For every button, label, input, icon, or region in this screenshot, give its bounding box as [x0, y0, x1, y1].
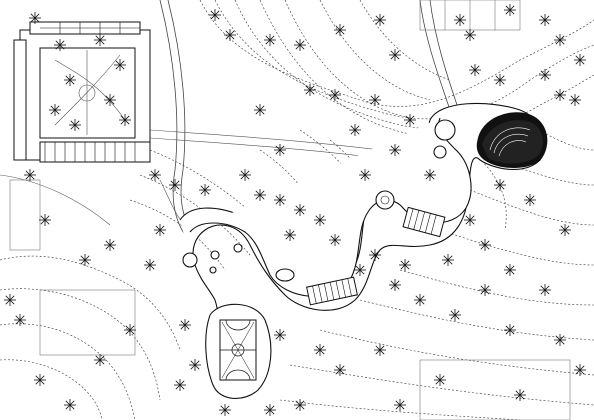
tree-icon	[294, 204, 306, 216]
tree-icon	[179, 319, 191, 331]
tree-icon	[174, 379, 186, 391]
tree-icon	[64, 399, 76, 411]
tree-icon	[554, 334, 566, 346]
tree-icon	[479, 239, 491, 251]
pavilion-structures	[182, 190, 446, 306]
tree-icon	[554, 89, 566, 101]
tree-icon	[69, 119, 81, 131]
tree-icon	[399, 259, 411, 271]
tree-icon	[449, 309, 461, 321]
tree-icon	[442, 254, 454, 266]
tree-icon	[329, 89, 341, 101]
tree-icon	[389, 144, 401, 156]
tree-icon	[149, 169, 161, 181]
tree-icon	[29, 12, 41, 24]
tree-icon	[114, 59, 126, 71]
tree-icon	[559, 224, 571, 236]
school-courtyard-building	[13, 21, 151, 163]
tree-icon	[219, 404, 231, 416]
tree-icon	[314, 214, 326, 226]
tree-icon	[14, 314, 26, 326]
tree-icon	[389, 279, 401, 291]
tree-icon	[374, 14, 386, 26]
tree-icon	[294, 399, 306, 411]
tree-icon	[209, 9, 221, 21]
tree-icon	[264, 404, 276, 416]
tree-icon	[54, 39, 66, 51]
tree-icon	[424, 169, 436, 181]
tree-icon	[469, 64, 481, 76]
basketball-court	[205, 303, 272, 399]
tree-icon	[274, 329, 286, 341]
tree-icon	[359, 169, 371, 181]
tree-icon	[464, 29, 476, 41]
tree-icon	[414, 294, 426, 306]
tree-icon	[574, 54, 586, 66]
tree-icon	[34, 374, 46, 386]
tree-icon	[504, 324, 516, 336]
tree-icon	[224, 29, 236, 41]
tree-icon	[539, 284, 551, 296]
tree-icon	[64, 74, 76, 86]
tree-icon	[284, 229, 296, 241]
tree-icon	[404, 114, 416, 126]
tree-icon	[494, 179, 506, 191]
tree-icon	[4, 294, 16, 306]
tree-icon	[334, 364, 346, 376]
tree-icon	[369, 94, 381, 106]
tree-icon	[504, 264, 516, 276]
tree-icon	[119, 114, 131, 126]
tree-icon	[329, 234, 341, 246]
tree-icon	[294, 39, 306, 51]
tree-icon	[389, 49, 401, 61]
tree-icon	[274, 194, 286, 206]
tree-icon	[94, 34, 106, 46]
tree-symbols	[4, 4, 586, 416]
tree-icon	[274, 144, 286, 156]
tree-icon	[304, 84, 316, 96]
tree-icon	[349, 124, 361, 136]
tree-icon	[239, 169, 251, 181]
tree-icon	[24, 169, 36, 181]
tree-icon	[334, 24, 346, 36]
tree-icon	[254, 104, 266, 116]
tree-icon	[539, 14, 551, 26]
tree-icon	[514, 389, 526, 401]
tree-icon	[189, 359, 201, 371]
tree-icon	[539, 69, 551, 81]
tree-icon	[504, 4, 516, 16]
tree-icon	[94, 354, 106, 366]
tree-icon	[374, 344, 386, 356]
tree-icon	[569, 94, 581, 106]
tree-icon	[254, 189, 266, 201]
tree-icon	[79, 254, 91, 266]
tree-icon	[394, 399, 406, 411]
access-roads	[0, 0, 459, 236]
tree-icon	[494, 74, 506, 86]
tree-icon	[479, 284, 491, 296]
tree-icon	[169, 179, 181, 191]
tree-icon	[144, 259, 156, 271]
tree-icon	[314, 344, 326, 356]
tree-icon	[574, 364, 586, 376]
tree-icon	[104, 239, 116, 251]
tree-icon	[454, 14, 466, 26]
tree-icon	[104, 94, 116, 106]
tree-icon	[524, 194, 536, 206]
tree-icon	[369, 249, 381, 261]
tree-icon	[264, 34, 276, 46]
tree-icon	[434, 374, 446, 386]
tree-icon	[354, 264, 366, 276]
tree-icon	[199, 184, 211, 196]
tree-icon	[124, 324, 136, 336]
tree-icon	[39, 214, 51, 226]
tree-icon	[49, 104, 61, 116]
tree-icon	[464, 214, 476, 226]
amphitheater	[433, 112, 548, 168]
tree-icon	[554, 34, 566, 46]
tree-icon	[154, 224, 166, 236]
